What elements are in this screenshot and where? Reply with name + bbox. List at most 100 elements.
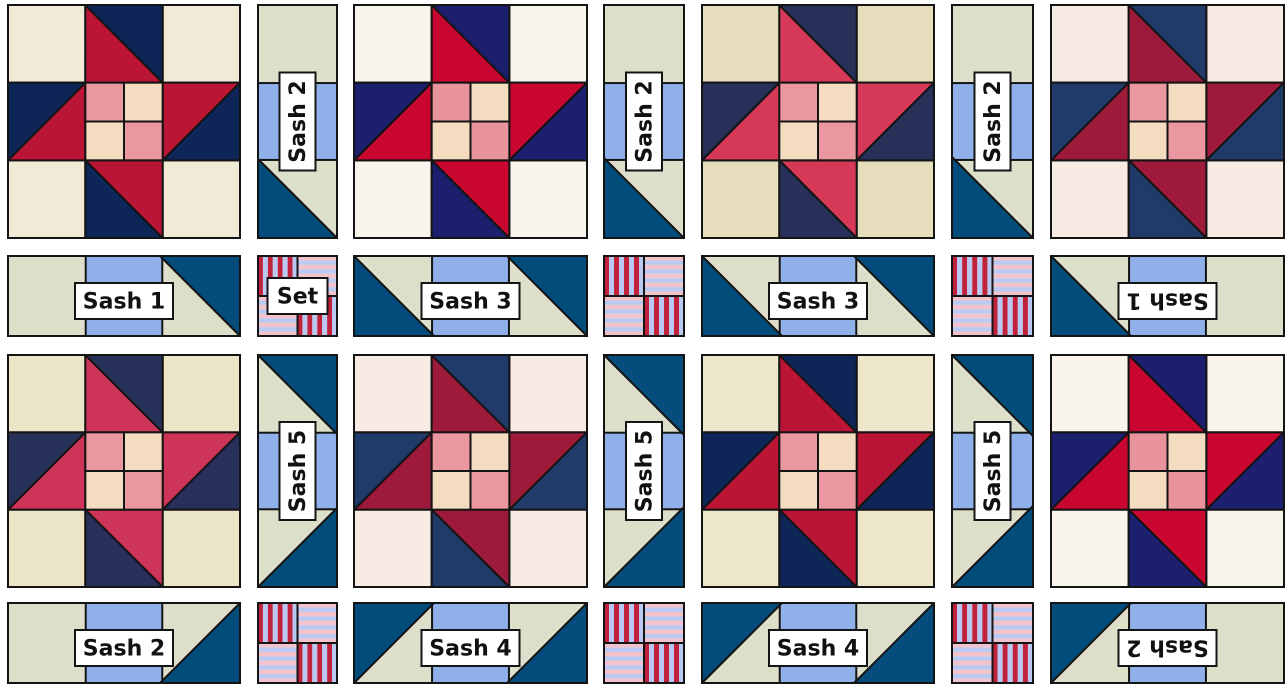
- vertical-sash-r1c6-label-text: Sash 2: [981, 80, 1006, 162]
- center-patch: [818, 432, 857, 471]
- cornerstone-r4c6: [952, 603, 1033, 683]
- stripe: [952, 327, 993, 331]
- stripe: [993, 625, 1034, 629]
- stripe: [982, 256, 987, 296]
- stripe: [634, 256, 639, 296]
- stripe: [312, 643, 317, 683]
- stripe: [298, 616, 338, 620]
- corner-square: [354, 510, 432, 587]
- corner-square: [354, 160, 432, 238]
- corner-square: [509, 160, 587, 238]
- horizontal-sash-r4c1-label-text: Sash 2: [83, 637, 165, 662]
- stripe: [644, 634, 684, 638]
- horizontal-sash-r4c5-label-text: Sash 4: [777, 637, 859, 662]
- horizontal-sash-r4c1-label: Sash 2: [75, 630, 173, 666]
- center-patch: [124, 83, 163, 122]
- stripe: [609, 603, 614, 643]
- stripe: [258, 652, 298, 656]
- stripe: [952, 323, 993, 327]
- stripe: [302, 643, 307, 683]
- stripe: [993, 612, 1034, 616]
- stripe: [952, 314, 993, 318]
- stripe: [298, 630, 338, 634]
- stripe: [952, 318, 993, 322]
- stripe: [258, 656, 298, 660]
- stripe: [957, 603, 962, 643]
- vertical-sash-r3c4-label-text: Sash 5: [633, 430, 658, 512]
- corner-square: [702, 5, 779, 83]
- stripe: [298, 634, 338, 638]
- stripe: [258, 661, 298, 665]
- stripe: [317, 643, 322, 683]
- vertical-sash-r1c4: Sash 2: [604, 5, 684, 238]
- center-patch: [1168, 432, 1207, 471]
- stripe: [609, 256, 614, 296]
- stripe: [1003, 296, 1008, 336]
- center-patch: [85, 122, 124, 161]
- star-block-r1c5: [702, 5, 934, 238]
- star-block-r3c1: [8, 355, 240, 587]
- stripe: [674, 296, 679, 336]
- center-patch: [85, 83, 124, 122]
- horizontal-sash-r2c3-label-text: Sash 3: [429, 290, 511, 315]
- center-patch: [432, 83, 471, 122]
- stripe: [972, 603, 977, 643]
- vertical-sash-r1c4-label-text: Sash 2: [633, 80, 658, 162]
- cornerstone-r2c6: [952, 256, 1033, 336]
- horizontal-sash-r2c1: Sash 1: [8, 256, 240, 336]
- stripe: [993, 278, 1034, 282]
- stripe: [619, 256, 624, 296]
- stripe: [1013, 643, 1018, 683]
- stripe: [644, 287, 684, 291]
- stripe: [604, 670, 644, 674]
- stripe: [283, 603, 288, 643]
- star-block-r3c5: [702, 355, 934, 587]
- horizontal-sash-r2c3-label: Sash 3: [422, 283, 520, 319]
- horizontal-sash-r4c3-label: Sash 4: [422, 630, 520, 666]
- stripe: [614, 603, 619, 643]
- stripe: [993, 260, 1034, 264]
- center-patch: [818, 471, 857, 510]
- horizontal-sash-r2c5-label-text: Sash 3: [777, 290, 859, 315]
- center-patch: [124, 122, 163, 161]
- stripe: [273, 603, 278, 643]
- stripe: [1023, 296, 1028, 336]
- stripe: [962, 256, 967, 296]
- center-patch: [85, 471, 124, 510]
- center-patch: [471, 471, 510, 510]
- corner-square: [1206, 160, 1284, 238]
- stripe: [604, 323, 644, 327]
- cornerstone-r4c4: [604, 603, 684, 683]
- stripe: [644, 607, 684, 611]
- corner-square: [857, 5, 934, 83]
- stripe: [998, 643, 1003, 683]
- vertical-sash-r1c2-label-text: Sash 2: [286, 80, 311, 162]
- stripe: [644, 260, 684, 264]
- cornerstone-r2c2: Set: [258, 256, 337, 336]
- center-patch: [1129, 83, 1168, 122]
- stripe: [664, 643, 669, 683]
- corner-square: [702, 160, 779, 238]
- horizontal-sash-r4c7: Sash 2: [1051, 603, 1284, 683]
- corner-square: [163, 160, 240, 238]
- stripe: [604, 674, 644, 678]
- vertical-sash-r1c6: Sash 2: [952, 5, 1033, 238]
- stripe: [962, 603, 967, 643]
- stripe: [298, 607, 338, 611]
- corner-square: [702, 355, 779, 432]
- stripe: [654, 643, 659, 683]
- star-block-r3c7: [1051, 355, 1284, 587]
- stripe: [993, 269, 1034, 273]
- horizontal-sash-r4c5-label: Sash 4: [769, 630, 867, 666]
- stripe: [952, 674, 993, 678]
- center-patch: [471, 122, 510, 161]
- corner-square: [8, 355, 85, 432]
- stripe: [644, 621, 684, 625]
- stripe: [644, 274, 684, 278]
- horizontal-sash-r2c7-label-text: Sash 1: [1126, 288, 1208, 313]
- corner-square: [857, 510, 934, 587]
- stripe: [298, 265, 338, 269]
- stripe: [619, 603, 624, 643]
- stripe: [952, 670, 993, 674]
